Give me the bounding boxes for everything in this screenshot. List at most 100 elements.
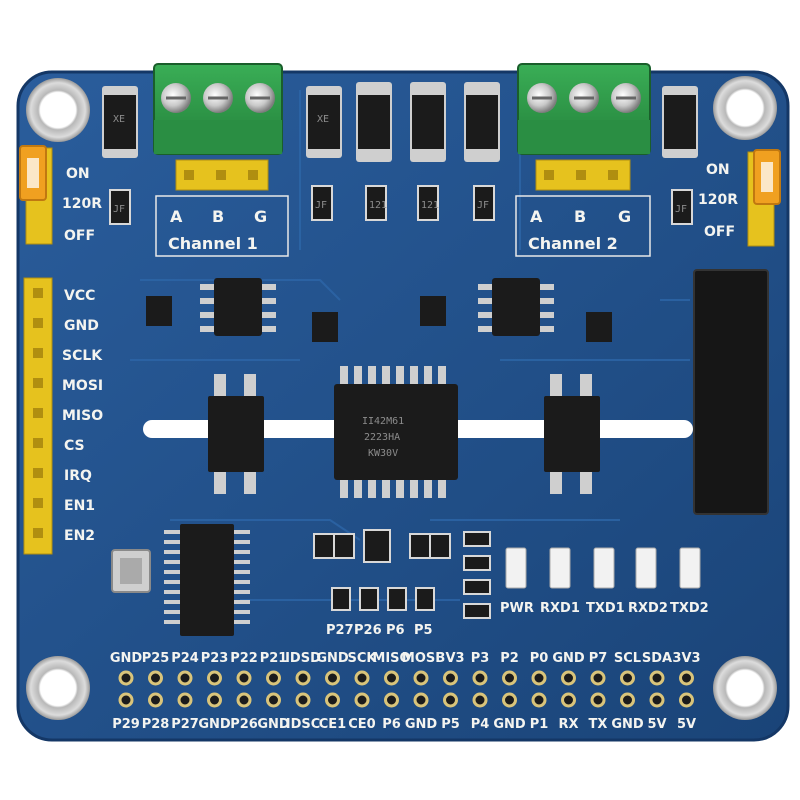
gpio-bottom-label: P26 xyxy=(230,717,258,732)
gpio-bottom-label: TX xyxy=(589,717,608,732)
gpio-hole xyxy=(295,692,311,708)
optocoupler-2 xyxy=(544,374,600,494)
gpio-hole xyxy=(620,692,635,708)
spi-pin-en2: EN2 xyxy=(64,528,95,544)
gpio-hole xyxy=(472,670,488,686)
gpio-top-label: P23 xyxy=(201,651,229,666)
channel1-pin-a: A xyxy=(170,207,183,226)
pcb-edge xyxy=(16,70,790,742)
gpio-hole xyxy=(118,670,134,686)
spi-pin-gnd: GND xyxy=(64,318,99,334)
gpio-hole xyxy=(620,670,635,686)
gpio-hole xyxy=(590,670,606,686)
gpio-top-label: SDA xyxy=(642,651,672,666)
resistor-label-5: JF xyxy=(477,200,489,211)
spi-pin-miso: MISO xyxy=(62,408,103,424)
power-module-shade xyxy=(693,269,769,515)
gpio-header xyxy=(118,670,694,708)
gpio-hole xyxy=(679,670,694,686)
gpio-top-label: MOSI xyxy=(402,651,440,666)
gpio-bottom-label: RX xyxy=(558,717,578,732)
gpio-hole xyxy=(236,692,252,708)
mounting-holes xyxy=(26,76,777,720)
led-label-rxd2: RXD2 xyxy=(628,601,668,616)
gpio-hole xyxy=(649,692,665,708)
gpio-hole xyxy=(384,670,399,686)
gpio-hole xyxy=(384,692,399,708)
gpio-hole xyxy=(177,692,193,708)
gpio-bottom-label: GND xyxy=(611,717,644,732)
gpio-top-label: GND xyxy=(110,651,143,666)
channel1-label: Channel 1 xyxy=(168,234,258,253)
jumper-right-120r: 120R xyxy=(698,192,738,208)
isolator-chip-line2: 2223HA xyxy=(364,432,400,443)
channel2-outline xyxy=(515,195,651,257)
gpio-top-label: 3V3 xyxy=(672,651,700,666)
transceiver-chip-2 xyxy=(478,278,554,336)
gpio-hole xyxy=(590,692,606,708)
gpio-hole xyxy=(561,670,576,686)
jumper-left-120r: 120R xyxy=(62,196,102,212)
gpio-hole xyxy=(531,692,547,708)
terminal-block-channel2 xyxy=(517,63,651,155)
gpio-hole xyxy=(207,692,222,708)
gpio-hole xyxy=(236,670,252,686)
spi-pin-irq: IRQ xyxy=(64,468,92,484)
jumper-right xyxy=(747,149,781,247)
resistor-label-1: JF xyxy=(113,204,125,215)
resistor-label-6: JF xyxy=(675,204,687,215)
gpio-top-label: MISO xyxy=(372,651,410,666)
gpio-top-label: P3 xyxy=(471,651,490,666)
resistor-label-4: 121 xyxy=(421,200,439,211)
gpio-top-label: GND xyxy=(552,651,585,666)
spi-pin-en1: EN1 xyxy=(64,498,95,514)
gpio-bottom-label: P28 xyxy=(142,717,170,732)
gpio-bottom-label: CE0 xyxy=(348,717,375,732)
status-leds xyxy=(505,547,701,589)
jumper-right-off: OFF xyxy=(704,224,735,240)
header-abg-channel2 xyxy=(535,159,631,191)
gpio-top-label: P25 xyxy=(142,651,170,666)
crystal-oscillator xyxy=(111,549,151,593)
isolator-chip-line1: II42M61 xyxy=(362,416,404,427)
gpio-bottom-label: P1 xyxy=(530,717,549,732)
gpio-bottom-label: GND xyxy=(257,717,290,732)
mid-pin-p27: P27 xyxy=(326,623,354,638)
channel2-pin-b: B xyxy=(574,207,586,226)
terminal-block-channel1 xyxy=(153,63,283,155)
gpio-hole xyxy=(443,692,458,708)
gpio-hole xyxy=(354,692,370,708)
gpio-bottom-label: 5V xyxy=(677,717,696,732)
gpio-top-label: P0 xyxy=(530,651,549,666)
diode-marking-2: XE xyxy=(317,114,329,125)
gpio-top-label: P22 xyxy=(230,651,258,666)
channel2-pin-a: A xyxy=(530,207,543,226)
gpio-bottom-label: P5 xyxy=(441,717,460,732)
bottom-passives xyxy=(313,529,491,619)
channel2-label: Channel 2 xyxy=(528,234,618,253)
optocoupler-1 xyxy=(208,374,264,494)
channel1-pin-g: G xyxy=(254,207,267,226)
gpio-bottom-label: CE1 xyxy=(319,717,346,732)
gpio-top-label: GND xyxy=(316,651,349,666)
gpio-hole xyxy=(325,692,340,708)
gpio-bottom-label: P27 xyxy=(171,717,199,732)
resistor-label-3: 121 xyxy=(369,200,387,211)
gpio-top-label: SCK xyxy=(348,651,378,666)
led-label-rxd1: RXD1 xyxy=(540,601,580,616)
gpio-top-label: 3V3 xyxy=(436,651,464,666)
gpio-hole xyxy=(148,670,163,686)
mid-pin-p6: P6 xyxy=(386,623,405,638)
gpio-hole xyxy=(118,692,134,708)
gpio-hole xyxy=(502,670,517,686)
power-module xyxy=(694,270,768,514)
gpio-hole xyxy=(679,692,694,708)
gpio-top-label: P2 xyxy=(500,651,519,666)
jumper-left-off: OFF xyxy=(64,228,95,244)
channel1-pin-b: B xyxy=(212,207,224,226)
isolator-chip xyxy=(334,366,458,498)
channel1-outline xyxy=(155,195,289,257)
gpio-bottom-label: P29 xyxy=(112,717,140,732)
